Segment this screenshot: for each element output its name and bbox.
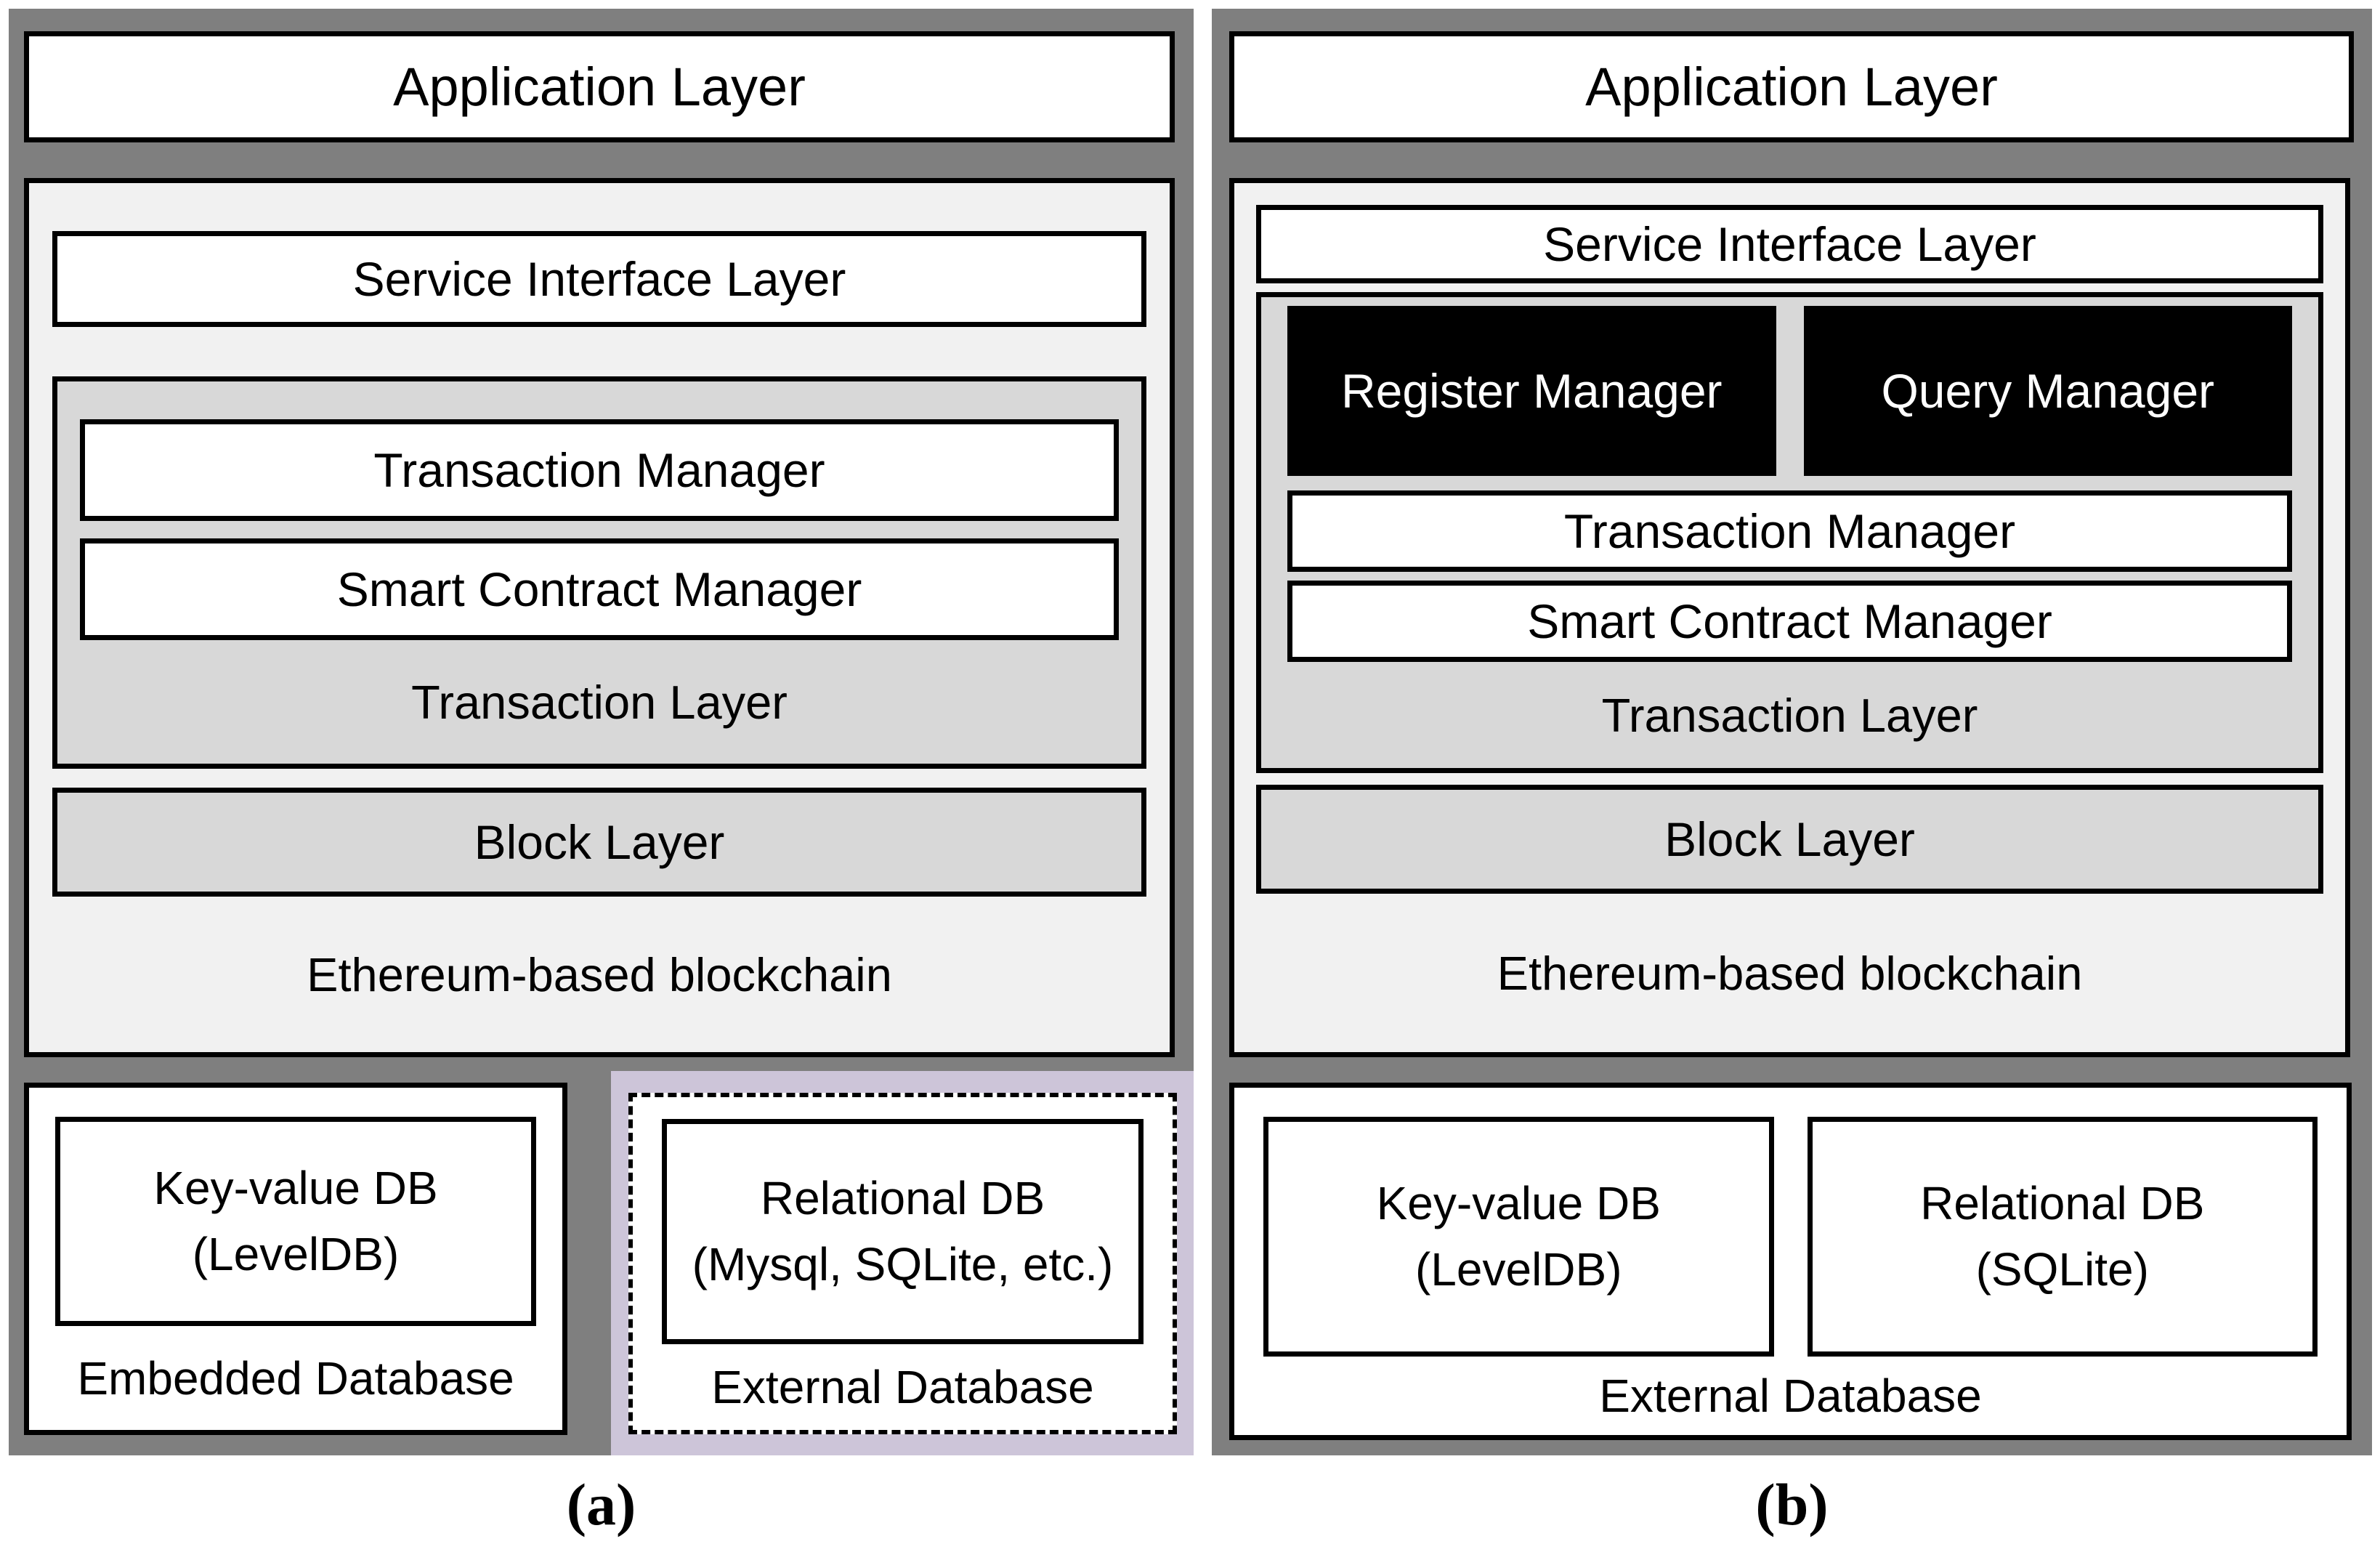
embedded-database-container: Key-value DB (LevelDB) Embedded Database xyxy=(24,1083,567,1435)
key-value-db-box-a: Key-value DB (LevelDB) xyxy=(55,1117,536,1326)
application-layer-label-b: Application Layer xyxy=(1585,56,1998,117)
block-layer-box-b: Block Layer xyxy=(1256,785,2323,894)
external-database-container-a: Relational DB (Mysql, SQLite, etc.) Exte… xyxy=(628,1093,1177,1434)
service-interface-layer-label-b: Service Interface Layer xyxy=(1543,217,2036,271)
ethereum-blockchain-caption-a: Ethereum-based blockchain xyxy=(307,947,892,1001)
transaction-layer-container-b: Register Manager Query Manager Transacti… xyxy=(1256,292,2323,773)
transaction-manager-label-b: Transaction Manager xyxy=(1563,504,2016,558)
panel-a: Application Layer Service Interface Laye… xyxy=(9,9,1194,1455)
figure-caption-b: (b) xyxy=(1755,1471,1829,1537)
ethereum-blockchain-caption-b: Ethereum-based blockchain xyxy=(1497,946,2083,1000)
query-manager-box: Query Manager xyxy=(1803,306,2292,476)
ethereum-blockchain-container-a: Service Interface Layer Transaction Mana… xyxy=(24,178,1175,1057)
external-database-container-b: Key-value DB (LevelDB) Relational DB (SQ… xyxy=(1229,1083,2352,1440)
embedded-database-caption: Embedded Database xyxy=(77,1351,514,1405)
key-value-db-line1-a: Key-value DB xyxy=(153,1162,438,1215)
register-manager-label: Register Manager xyxy=(1340,364,1723,418)
external-database-caption-a: External Database xyxy=(711,1361,1094,1413)
transaction-layer-caption-a: Transaction Layer xyxy=(411,675,788,729)
key-value-db-line2-a: (LevelDB) xyxy=(192,1228,400,1280)
smart-contract-manager-box-b: Smart Contract Manager xyxy=(1287,581,2292,662)
figure-caption-a: (a) xyxy=(566,1471,636,1537)
external-db-row-b: Key-value DB (LevelDB) Relational DB (SQ… xyxy=(1263,1117,2318,1357)
external-database-caption-b: External Database xyxy=(1599,1370,1982,1422)
service-interface-layer-box-a: Service Interface Layer xyxy=(52,231,1146,327)
panel-b: Application Layer Service Interface Laye… xyxy=(1212,9,2372,1455)
application-layer-box-a: Application Layer xyxy=(24,31,1175,142)
key-value-db-box-b: Key-value DB (LevelDB) xyxy=(1263,1117,1774,1357)
transaction-manager-box-b: Transaction Manager xyxy=(1287,490,2292,572)
transaction-manager-label-a: Transaction Manager xyxy=(373,442,825,497)
block-layer-label-b: Block Layer xyxy=(1664,812,1915,866)
relational-db-line1-a: Relational DB xyxy=(760,1172,1045,1225)
smart-contract-manager-label-b: Smart Contract Manager xyxy=(1527,594,2052,648)
block-layer-box-a: Block Layer xyxy=(52,788,1146,897)
external-database-region-a: Relational DB (Mysql, SQLite, etc.) Exte… xyxy=(611,1071,1194,1455)
register-manager-box: Register Manager xyxy=(1287,306,1776,476)
key-value-db-line1-b: Key-value DB xyxy=(1376,1177,1661,1230)
relational-db-line1-b: Relational DB xyxy=(1920,1177,2205,1230)
manager-row-b: Register Manager Query Manager xyxy=(1287,306,2292,476)
smart-contract-manager-label-a: Smart Contract Manager xyxy=(336,562,862,616)
query-manager-label: Query Manager xyxy=(1881,364,2215,418)
relational-db-line2-a: (Mysql, SQLite, etc.) xyxy=(692,1238,1114,1290)
service-interface-layer-box-b: Service Interface Layer xyxy=(1256,205,2323,283)
ethereum-blockchain-container-b: Service Interface Layer Register Manager… xyxy=(1229,178,2350,1057)
transaction-layer-caption-b: Transaction Layer xyxy=(1601,688,1978,742)
service-interface-layer-label-a: Service Interface Layer xyxy=(352,251,846,306)
smart-contract-manager-box-a: Smart Contract Manager xyxy=(80,538,1119,640)
key-value-db-line2-b: (LevelDB) xyxy=(1414,1243,1622,1296)
application-layer-box-b: Application Layer xyxy=(1229,31,2354,142)
application-layer-label-a: Application Layer xyxy=(393,56,806,117)
relational-db-box-b: Relational DB (SQLite) xyxy=(1807,1117,2318,1357)
relational-db-line2-b: (SQLite) xyxy=(1975,1243,2149,1296)
relational-db-box-a: Relational DB (Mysql, SQLite, etc.) xyxy=(662,1119,1144,1344)
transaction-manager-box-a: Transaction Manager xyxy=(80,419,1119,521)
block-layer-label-a: Block Layer xyxy=(474,815,725,869)
transaction-layer-container-a: Transaction Manager Smart Contract Manag… xyxy=(52,376,1146,769)
